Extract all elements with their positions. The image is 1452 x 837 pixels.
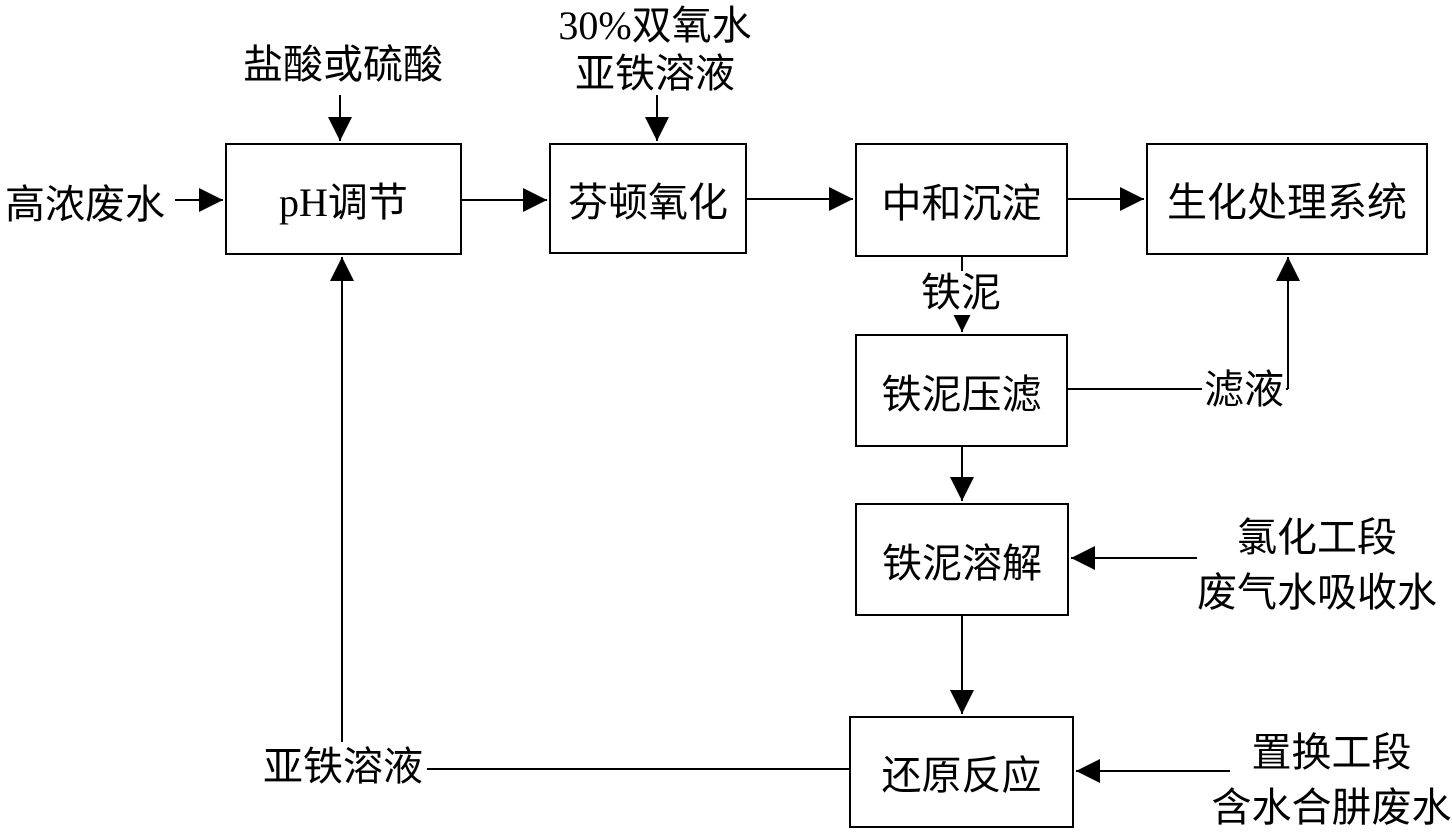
process-box-sludge-dissolve: 铁泥溶解	[855, 503, 1069, 616]
label-filtrate: 滤液	[1202, 367, 1286, 412]
process-box-sludge-press: 铁泥压滤	[855, 334, 1068, 447]
label-chlorination-line1: 氯化工段	[1237, 515, 1397, 560]
process-box-neutralization: 中和沉淀	[855, 143, 1068, 257]
label-ferrous-solution: 亚铁溶液	[263, 744, 423, 789]
label-acid: 盐酸或硫酸	[243, 42, 443, 87]
label-replacement-section: 置换工段 含水合肼废水	[1211, 725, 1452, 835]
label-peroxide-line2: 亚铁溶液	[575, 51, 735, 96]
label-influent: 高浓废水	[5, 182, 165, 227]
process-box-ph-adjust: pH调节	[225, 143, 462, 255]
label-chlorination-line2: 废气水吸收水	[1197, 570, 1437, 615]
label-chlorination-section: 氯化工段 废气水吸收水	[1188, 510, 1446, 620]
label-peroxide-line1: 30%双氧水	[558, 3, 752, 48]
process-box-reduction: 还原反应	[849, 716, 1074, 828]
label-iron-mud: 铁泥	[919, 270, 1003, 315]
label-replacement-line1: 置换工段	[1251, 730, 1412, 775]
process-box-fenton-oxidation: 芬顿氧化	[549, 143, 747, 254]
label-peroxide-ferrous: 30%双氧水 亚铁溶液	[548, 2, 762, 98]
label-replacement-line2: 含水合肼废水	[1211, 785, 1452, 830]
process-box-biochemical-system: 生化处理系统	[1146, 143, 1428, 255]
